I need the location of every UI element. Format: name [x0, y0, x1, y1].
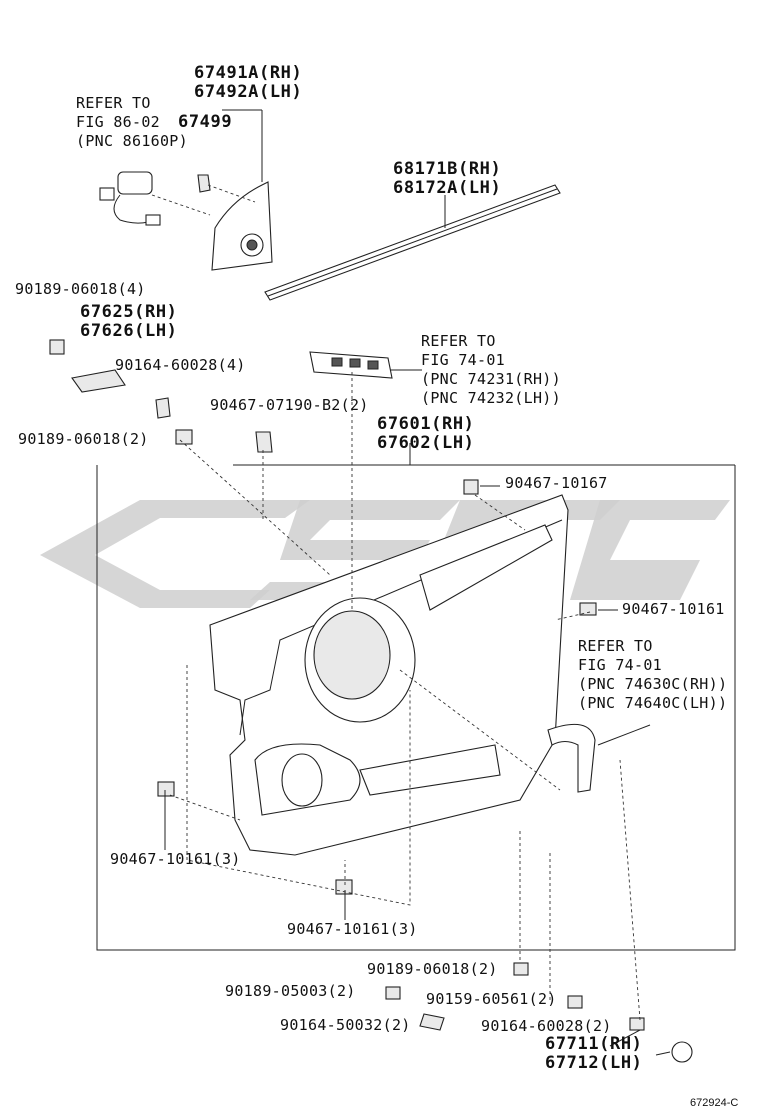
label-clip-60561: 90159-60561(2): [426, 990, 557, 1008]
label-clip-10167: 90467-10167: [505, 474, 608, 492]
door-knob-part: [655, 1041, 693, 1063]
label-clip-07190: 90467-07190-B2(2): [210, 396, 369, 414]
label-clip-10161-3a: 90467-10161(3): [110, 850, 241, 868]
label-clip-06018-2: 90189-06018(2): [18, 430, 149, 448]
guide-lines: [151, 184, 641, 1021]
label-handle-bracket-lh: 67626(LH): [80, 321, 178, 341]
door-trim-panel-part: [209, 494, 569, 856]
label-refer-74b-line1: REFER TO: [578, 637, 653, 655]
label-refer-86-line1: REFER TO: [76, 94, 151, 112]
label-clip-10161-3b: 90467-10161(3): [287, 920, 418, 938]
label-clip-10161: 90467-10161: [622, 600, 725, 618]
label-bracket-67499: 67499: [178, 112, 233, 132]
label-refer-74a-line3: (PNC 74231(RH)): [421, 370, 561, 388]
label-knob-lh: 67712(LH): [545, 1053, 643, 1073]
label-refer-74b-line4: (PNC 74640C(LH)): [578, 694, 728, 712]
label-handle-bracket-rh: 67625(RH): [80, 302, 178, 322]
weatherstrip-part: [264, 184, 561, 301]
handle-bracket-part: [49, 339, 273, 453]
label-door-trim-lh: 67602(LH): [377, 433, 475, 453]
label-clip-06018-2b: 90189-06018(2): [367, 960, 498, 978]
label-refer-74a-line4: (PNC 74232(LH)): [421, 389, 561, 407]
switch-panel-part: [309, 351, 393, 379]
clip-set: [157, 479, 645, 1031]
label-refer-86-line3: (PNC 86160P): [76, 132, 188, 150]
label-weatherstrip-rh: 68171B(RH): [393, 159, 502, 179]
grip-part: [547, 723, 596, 793]
clip-part: [197, 174, 211, 193]
label-refer-74a-line1: REFER TO: [421, 332, 496, 350]
label-clip-06018-4: 90189-06018(4): [15, 280, 146, 298]
label-refer-74b-line3: (PNC 74630C(RH)): [578, 675, 728, 693]
label-door-trim-rh: 67601(RH): [377, 414, 475, 434]
label-screw-50032: 90164-50032(2): [280, 1016, 411, 1034]
label-tweeter-cover-lh: 67492A(LH): [194, 82, 303, 102]
label-weatherstrip-lh: 68172A(LH): [393, 178, 502, 198]
figure-id: 672924-C: [690, 1097, 739, 1109]
label-clip-05003: 90189-05003(2): [225, 982, 356, 1000]
leader-lines: [96, 109, 736, 1047]
label-refer-74b-line2: FIG 74-01: [578, 656, 662, 674]
label-tweeter-cover-rh: 67491A(RH): [194, 63, 303, 83]
label-screw-60028-2: 90164-60028(2): [481, 1017, 612, 1035]
label-refer-86-line2: FIG 86-02: [76, 113, 160, 131]
label-screw-60028-4: 90164-60028(4): [115, 356, 246, 374]
label-knob-rh: 67711(RH): [545, 1034, 643, 1054]
speaker-connector-part: [99, 171, 161, 226]
label-refer-74a-line2: FIG 74-01: [421, 351, 505, 369]
tweeter-cover-part: [211, 181, 273, 271]
